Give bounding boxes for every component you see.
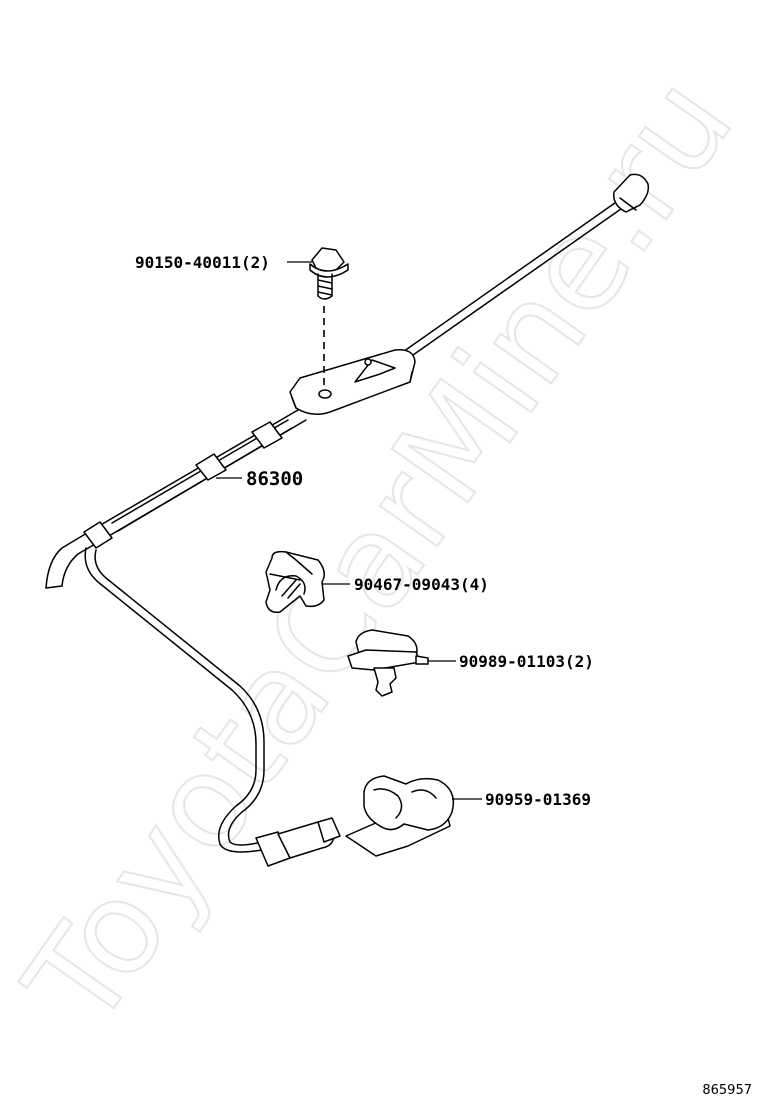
- part-label-bolt: 90150-40011(2): [135, 253, 270, 272]
- sleeve-1: [251, 421, 283, 449]
- clip-a-drawing: [265, 550, 325, 614]
- bolt-hole: [318, 389, 332, 399]
- harness-drawing: [45, 173, 650, 867]
- diagram-ref-number: 865957: [702, 1083, 752, 1098]
- rod-tip-cap: [613, 173, 650, 213]
- holder-drawing: [345, 775, 455, 857]
- clip-b-drawing: [347, 629, 429, 697]
- part-label-harness: 86300: [246, 468, 303, 490]
- watermark-text: ToyotaCarMine.ru: [0, 51, 760, 1053]
- part-label-holder: 90959-01369: [485, 790, 591, 809]
- part-label-clip-b: 90989-01103(2): [459, 652, 594, 671]
- part-label-clip-a: 90467-09043(4): [354, 575, 489, 594]
- sleeve-2: [195, 453, 227, 481]
- sleeve-3: [83, 521, 113, 549]
- bolt-drawing: [309, 247, 349, 390]
